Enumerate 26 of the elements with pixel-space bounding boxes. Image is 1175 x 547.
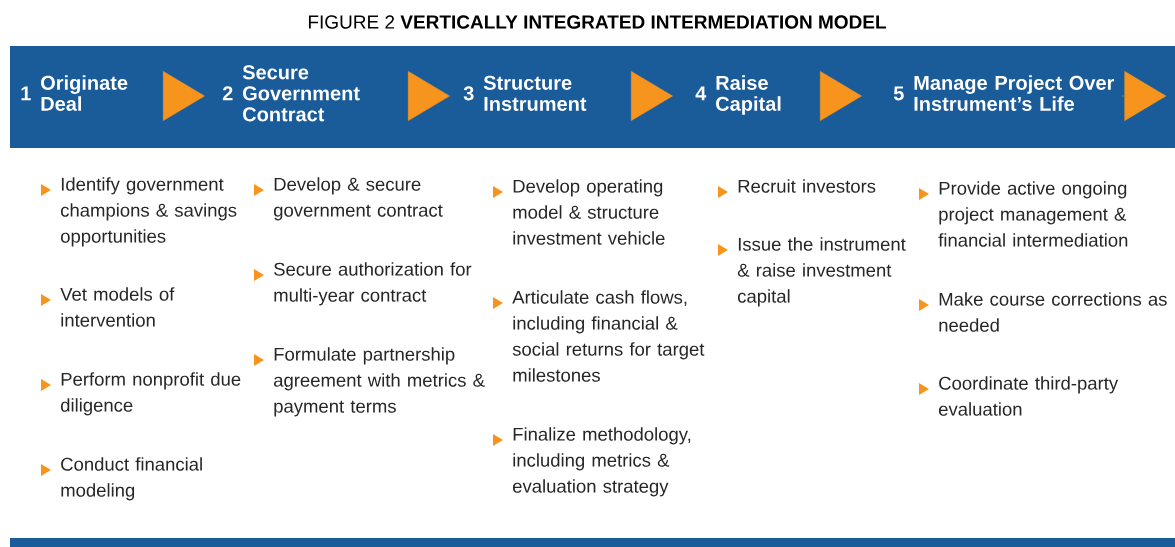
bullet-text: Secure authorization for multi-year contract bbox=[274, 262, 472, 306]
bullet-text: Recruit investors bbox=[738, 179, 876, 193]
arrow bbox=[407, 71, 450, 121]
bullet-text: Make course corrections as needed bbox=[939, 292, 1167, 332]
bullet-text: Vet models of intervention bbox=[60, 287, 175, 327]
arrow bbox=[162, 71, 205, 121]
bullet-text: Issue the instrument & raise investment capital bbox=[737, 237, 906, 307]
bullet-text: Coordinate third-party evaluation bbox=[939, 376, 1119, 416]
arrow bbox=[819, 71, 862, 121]
bullet-text: Identify government champions & savings opportunities bbox=[61, 177, 237, 247]
arrow bbox=[1121, 71, 1167, 121]
step-label: 5 Manage Project Over Instrument’s Life bbox=[893, 75, 1115, 111]
step-label: 2 Secure Government Contract bbox=[222, 65, 360, 122]
figure-title: FIGURE 2 VERTICALLY INTEGRATED INTERMEDIATION MODEL bbox=[309, 15, 886, 29]
bullet-text: Formulate partnership agreement with metrics & payment terms bbox=[274, 347, 485, 417]
bullet-text: Develop & secure government contract bbox=[274, 177, 443, 221]
bullet-text: Provide active ongoing project management & financial intermediation bbox=[938, 181, 1128, 247]
step-label: 3 Structure Instrument bbox=[463, 75, 587, 111]
bullet-text: Perform nonprofit due diligence bbox=[61, 372, 241, 416]
bullet-text: Finalize methodology, including metrics & evaluation strategy bbox=[513, 427, 691, 497]
step-label: 4 Raise Capital bbox=[695, 75, 781, 115]
bullet-text: Articulate cash flows, including financial & social returns for target milestones bbox=[512, 290, 705, 382]
bullet-text: Develop operating model & structure investment vehicle bbox=[513, 179, 665, 245]
step-label: 1 Originate Deal bbox=[21, 75, 128, 111]
arrow bbox=[630, 71, 673, 121]
bullet-text: Conduct financial modeling bbox=[61, 457, 202, 501]
